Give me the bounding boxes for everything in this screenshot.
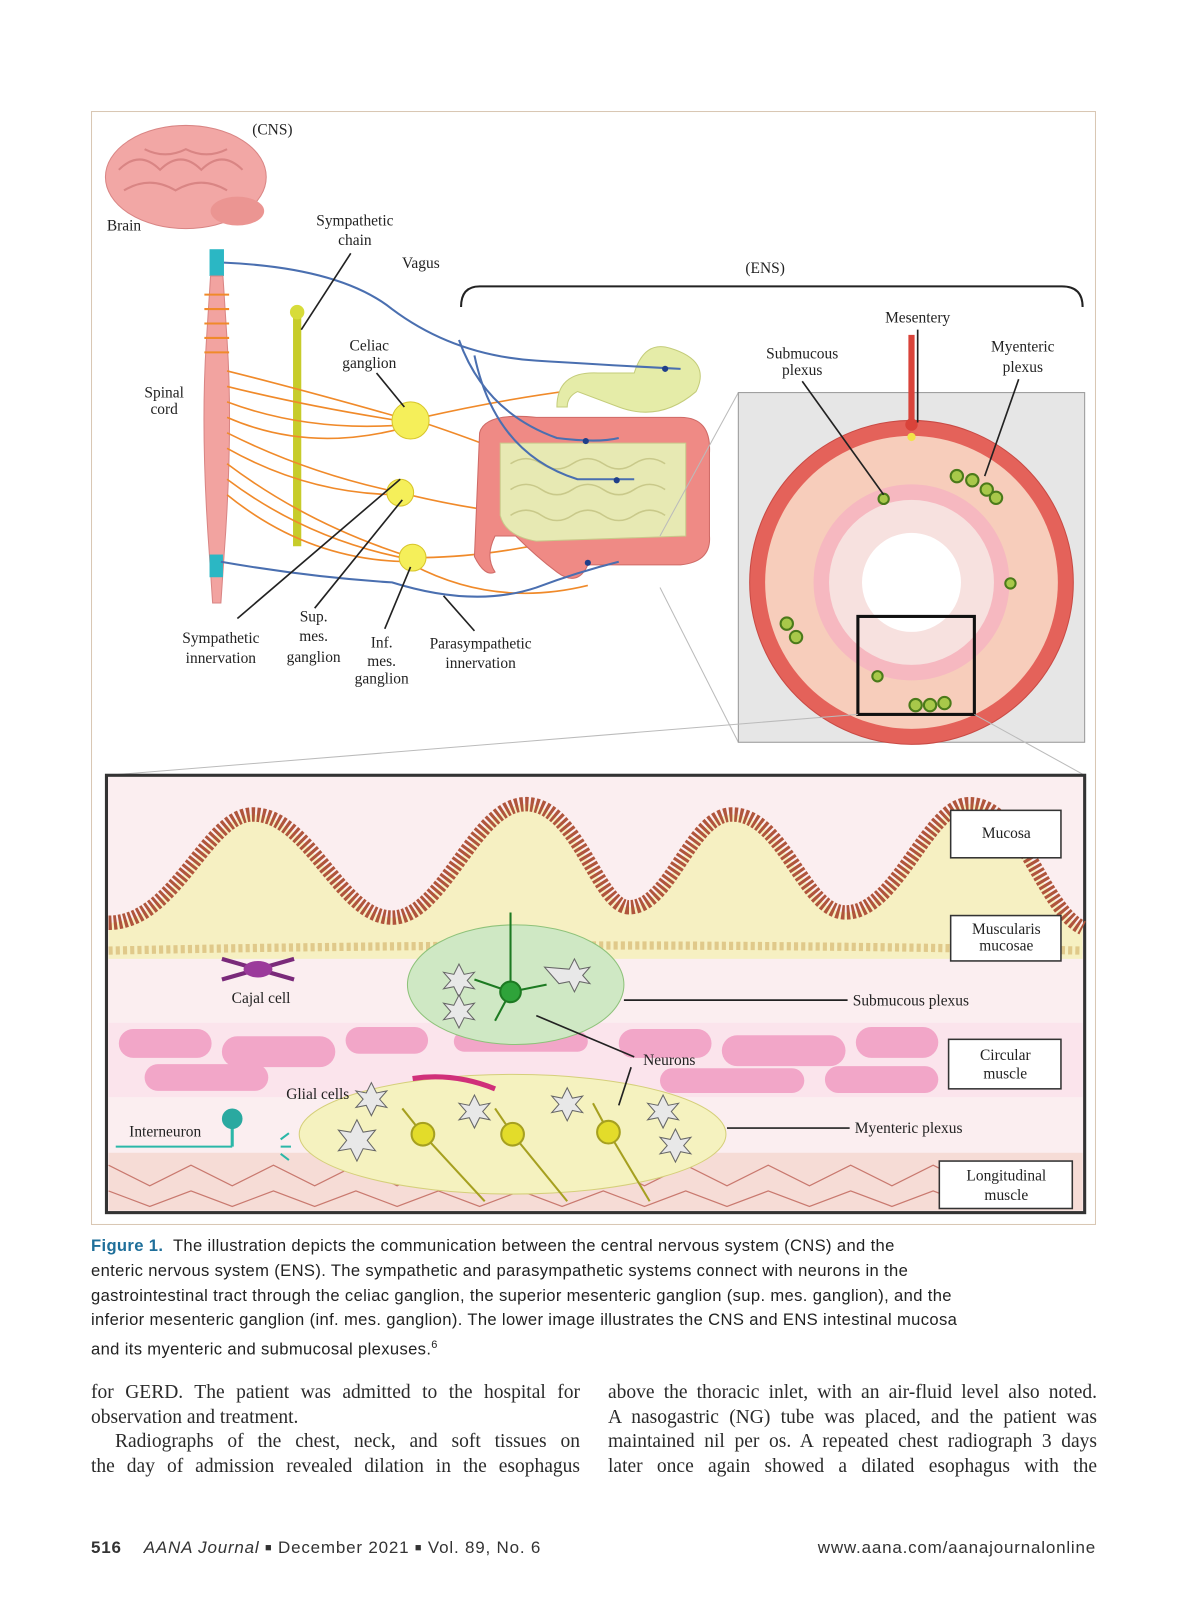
figure-1: (CNS) Brain Sympathetic chain Vagus (ENS… xyxy=(91,111,1096,1225)
caption-line: and its myenteric and submucosal plexuse… xyxy=(91,1333,1131,1362)
stomach xyxy=(556,346,701,413)
label-inf-mes-ganglion-2: mes. xyxy=(367,653,396,670)
intestine-cross-section xyxy=(108,329,1086,776)
submucous-neuron xyxy=(474,912,547,1022)
label-glial-cells: Glial cells xyxy=(286,1086,349,1103)
spinal-cord-illustration xyxy=(203,249,231,604)
label-interneuron: Interneuron xyxy=(129,1123,201,1140)
interneuron xyxy=(115,1108,291,1161)
celiac-ganglion xyxy=(391,401,430,440)
label-inf-mes-ganglion-1: Inf. xyxy=(371,634,393,651)
label-myenteric-plexus-top-1: Myenteric xyxy=(991,338,1055,355)
label-longitudinal-muscle-2: muscle xyxy=(984,1187,1028,1204)
intestinal-wall-panel xyxy=(104,773,1087,1215)
label-parasympathetic-innervation-1: Parasympathetic xyxy=(430,635,532,652)
body-line: the day of admission revealed dilation i… xyxy=(91,1455,580,1477)
ganglia xyxy=(386,401,430,572)
muscularis-mucosae-layer xyxy=(108,941,1083,955)
caption-line: enteric nervous system (ENS). The sympat… xyxy=(91,1260,909,1280)
caption-line: Figure 1. The illustration depicts the c… xyxy=(91,1234,1131,1259)
label-muscularis-mucosae-2: mucosae xyxy=(979,938,1033,955)
figure-caption: Figure 1. The illustration depicts the c… xyxy=(91,1234,1131,1363)
label-parasympathetic-innervation-2: innervation xyxy=(445,655,516,672)
label-cajal-cell: Cajal cell xyxy=(232,990,291,1007)
label-sympathetic-chain-1: Sympathetic xyxy=(316,212,393,229)
label-submucous-plexus-top-1: Submucous xyxy=(766,346,838,363)
cajal-cell xyxy=(221,956,295,982)
leader-lines xyxy=(236,252,476,632)
enteric-nervous-system-illustration: (CNS) Brain Sympathetic chain Vagus (ENS… xyxy=(91,111,1096,1225)
label-spinal-cord-1: Spinal xyxy=(144,385,183,402)
label-sympathetic-innervation-2: innervation xyxy=(186,650,257,667)
label-spinal-cord-2: cord xyxy=(150,401,178,418)
label-ens: (ENS) xyxy=(745,260,784,277)
glial-cells xyxy=(337,957,693,1164)
label-sup-mes-ganglion-3: ganglion xyxy=(287,649,341,666)
label-circular-muscle-1: Circular xyxy=(980,1047,1031,1064)
label-circular-muscle-2: muscle xyxy=(983,1066,1027,1083)
inf-mes-ganglion xyxy=(398,543,427,572)
body-line: Radiographs of the chest, neck, and soft… xyxy=(115,1431,580,1453)
page-number: 516 xyxy=(91,1538,122,1557)
label-inf-mes-ganglion-3: ganglion xyxy=(355,670,409,687)
page-footer: 516 AANA Journal ■ December 2021 ■ Vol. 8… xyxy=(91,1538,1096,1558)
label-mucosa: Mucosa xyxy=(982,825,1031,842)
label-submucous-plexus-top-2: plexus xyxy=(782,362,822,379)
volume: Vol. 89, No. 6 xyxy=(427,1538,542,1557)
nerve-endings xyxy=(582,365,669,566)
zoom-region-box xyxy=(856,614,976,716)
journal-url[interactable]: www.aana.com/aanajournalonline xyxy=(817,1538,1096,1557)
label-myenteric-plexus-top-2: plexus xyxy=(1003,359,1043,376)
journal-name: AANA Journal xyxy=(143,1538,260,1557)
label-cns: (CNS) xyxy=(252,122,292,139)
label-vagus: Vagus xyxy=(402,255,440,272)
myenteric-neurons xyxy=(401,1102,651,1202)
label-sympathetic-chain-2: chain xyxy=(338,232,372,249)
brain-illustration xyxy=(104,124,267,230)
vagus-nerve xyxy=(220,261,681,598)
caption-line: gastrointestinal tract through the celia… xyxy=(91,1285,952,1305)
body-line: for GERD. The patient was admitted to th… xyxy=(91,1382,580,1403)
separator: ■ xyxy=(265,1542,273,1554)
issue-date: December 2021 xyxy=(278,1538,410,1557)
sympathetic-chain-illustration xyxy=(289,304,305,547)
small-intestine xyxy=(499,442,687,542)
lower-leader-lines xyxy=(535,999,850,1129)
caption-text: and its myenteric and submucosal plexuse… xyxy=(91,1339,432,1359)
body-line: maintained nil per os. A repeated chest … xyxy=(608,1431,1097,1453)
label-submucous-plexus: Submucous plexus xyxy=(853,992,969,1009)
body-line: observation and treatment. xyxy=(91,1406,299,1428)
label-muscularis-mucosae-1: Muscularis xyxy=(972,921,1041,938)
label-celiac-ganglion-1: Celiac xyxy=(350,337,390,354)
label-sup-mes-ganglion-1: Sup. xyxy=(300,609,328,626)
ens-bracket xyxy=(460,285,1084,308)
label-sup-mes-ganglion-2: mes. xyxy=(299,628,328,645)
label-mesentery: Mesentery xyxy=(885,309,950,326)
label-sympathetic-innervation-1: Sympathetic xyxy=(182,630,259,647)
body-line: above the thoracic inlet, with an air-fl… xyxy=(608,1382,1097,1403)
reference-superscript: 6 xyxy=(431,1339,438,1352)
layer-label-boxes xyxy=(938,809,1074,1210)
figure-number: Figure 1. xyxy=(91,1236,164,1255)
body-line: later once again showed a dilated esopha… xyxy=(608,1455,1097,1477)
label-brain: Brain xyxy=(107,218,142,235)
label-myenteric-plexus: Myenteric plexus xyxy=(855,1120,963,1137)
body-column-right: above the thoracic inlet, with an air-fl… xyxy=(608,1381,1097,1479)
separator: ■ xyxy=(414,1542,423,1554)
caption-line: inferior mesenteric ganglion (inf. mes. … xyxy=(91,1310,958,1330)
caption-text: The illustration depicts the communicati… xyxy=(172,1236,895,1255)
label-celiac-ganglion-2: ganglion xyxy=(342,355,396,372)
sympathetic-nerves xyxy=(226,370,640,595)
body-column-left: for GERD. The patient was admitted to th… xyxy=(91,1381,580,1479)
body-line: A nasogastric (NG) tube was placed, and … xyxy=(608,1406,1097,1428)
label-neurons: Neurons xyxy=(643,1052,695,1069)
label-longitudinal-muscle-1: Longitudinal xyxy=(966,1168,1046,1185)
